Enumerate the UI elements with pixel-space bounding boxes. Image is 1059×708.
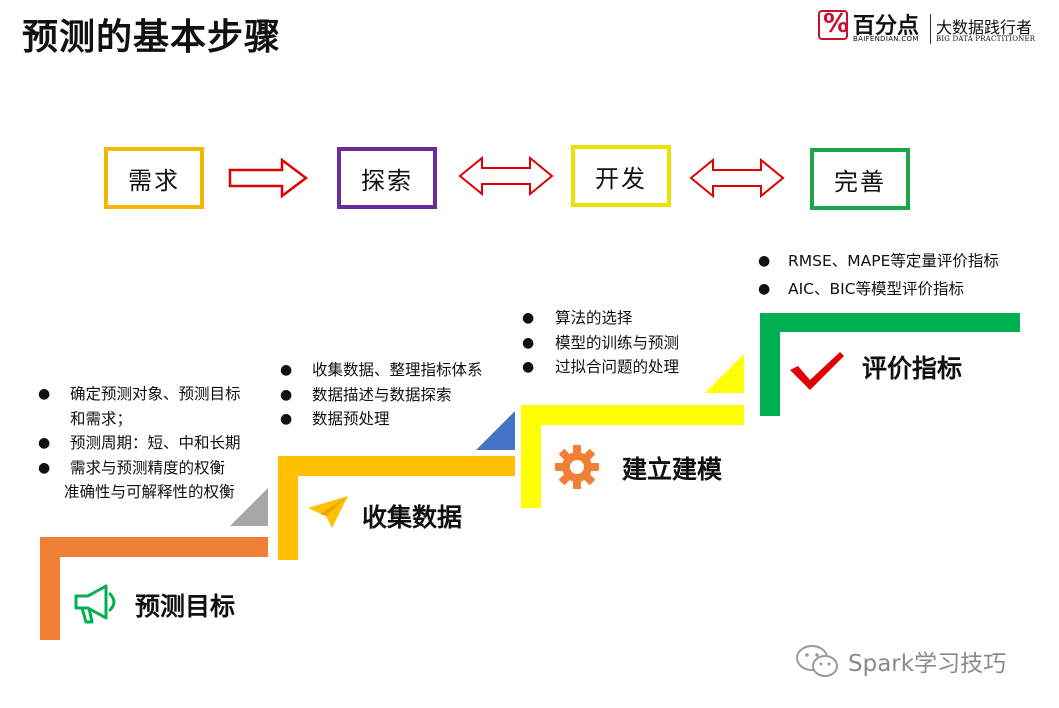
gear-icon — [555, 445, 599, 489]
bullet-dot: ● — [522, 359, 535, 375]
bullet-dot: ● — [758, 281, 771, 297]
bullet-dot: ● — [280, 411, 293, 427]
stage-bullets-4: ● RMSE、MAPE等定量评价指标 ● AIC、BIC等模型评价指标 — [758, 247, 1048, 299]
process-box-label: 探索 — [361, 166, 413, 195]
stage-bullets-1: ● 确定预测对象、预测目标 和需求； ● 预测周期：短、中和长期 ● 需求与预测精度的… — [38, 382, 278, 512]
bullet-dot: ● — [38, 459, 51, 476]
process-box-label: 需求 — [128, 166, 180, 195]
stage-step-4 — [760, 313, 1020, 416]
process-box-improve: 完善 — [810, 148, 910, 210]
list-item: 过拟合问题的处理 — [555, 358, 680, 376]
list-item: 模型的训练与预测 — [555, 333, 680, 352]
stage-triangle-1 — [230, 488, 268, 526]
stage-label-build-model: 建立建模 — [622, 455, 723, 484]
right-arrow-icon — [228, 158, 308, 198]
bullet-dot: ● — [38, 435, 51, 451]
list-item: 准确性与可解释性的权衡 — [64, 483, 235, 501]
stage-step-2 — [278, 456, 515, 560]
list-item: 数据预处理 — [312, 410, 390, 428]
list-item: 确定预测对象、预测目标 — [70, 385, 241, 403]
stage-bullets-3: ● 算法的选择 ● 模型的训练与预测 ● 过拟合问题的处理 — [522, 306, 742, 382]
list-item: 预测周期：短、中和长期 — [70, 434, 241, 452]
logo-divider — [930, 14, 931, 44]
stage-label-evaluate: 评价指标 — [862, 354, 963, 383]
stage-label-predict-target: 预测目标 — [135, 592, 236, 621]
page-title: 预测的基本步骤 — [22, 17, 282, 58]
stage-step-1 — [40, 537, 268, 640]
stage-triangle-3 — [705, 354, 744, 393]
process-box-demand: 需求 — [104, 147, 204, 209]
list-item: 数据描述与数据探索 — [312, 385, 452, 404]
list-item: 和需求； — [70, 409, 133, 428]
bullet-dot: ● — [38, 386, 51, 402]
list-item: AIC、BIC等模型评价指标 — [788, 280, 965, 298]
bullet-dot: ● — [522, 310, 535, 326]
list-item: 收集数据、整理指标体系 — [312, 361, 483, 379]
list-item: 需求与预测精度的权衡 — [70, 458, 226, 477]
check-icon — [790, 352, 844, 390]
bullet-dot: ● — [758, 253, 771, 269]
double-arrow-icon — [458, 156, 554, 196]
stage-step-3 — [521, 405, 744, 508]
process-box-explore: 探索 — [337, 147, 437, 209]
process-box-develop: 开发 — [571, 145, 671, 207]
logo-icon: % — [818, 9, 849, 40]
logo-name: 百分点 — [853, 14, 920, 39]
logo-slogan-en: BIG DATA PRACTITIONER — [936, 35, 1036, 43]
stage-bullets-2: ● 收集数据、整理指标体系 ● 数据描述与数据探索 ● 数据预处理 — [280, 358, 520, 434]
stage-triangle-2 — [476, 411, 515, 450]
bullet-dot: ● — [280, 362, 293, 378]
logo-slogan: 大数据践行者 — [936, 18, 1033, 37]
double-arrow-icon — [689, 158, 785, 198]
list-item: 算法的选择 — [555, 309, 633, 327]
process-box-label: 开发 — [595, 164, 647, 193]
megaphone-icon — [74, 584, 116, 624]
watermark-text: Spark学习技巧 — [848, 651, 1007, 677]
list-item: RMSE、MAPE等定量评价指标 — [788, 252, 999, 270]
bullet-dot: ● — [280, 386, 293, 403]
paper-plane-icon — [308, 496, 348, 528]
stage-label-collect-data: 收集数据 — [362, 503, 463, 532]
process-box-label: 完善 — [834, 167, 886, 196]
bullet-dot: ● — [522, 334, 535, 351]
wechat-icon — [796, 645, 838, 677]
logo-domain: BAIFENDIAN.COM — [853, 35, 919, 43]
